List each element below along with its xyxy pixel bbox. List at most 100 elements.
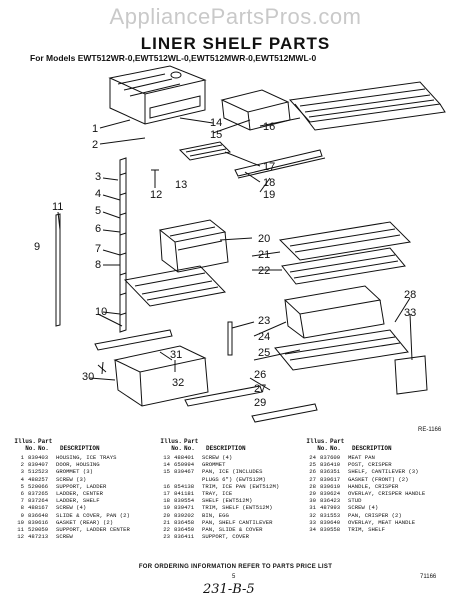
cell-no: 16	[163, 482, 170, 490]
cell-desc: DOOR, HOUSING	[56, 461, 100, 469]
cell-no: 25	[309, 461, 316, 469]
cell-no: 3	[20, 468, 24, 476]
cell-part: 487993	[320, 504, 341, 512]
table-row: 32 831553 PAN, CRISPER (2)	[306, 512, 450, 519]
cell-part: 650994	[174, 461, 195, 469]
cell-desc: GROMMET	[202, 461, 226, 469]
cell-desc: SUPPORT, LADDER	[56, 482, 107, 490]
cell-desc: BIN, EGG	[202, 511, 229, 519]
cell-part: 488401	[174, 454, 195, 461]
callout-19: 19	[263, 189, 275, 201]
cell-no: 13	[163, 454, 170, 461]
callout-18: 18	[263, 177, 275, 189]
cell-part: 836423	[320, 497, 341, 505]
cell-desc: LADDER, SHELF	[56, 497, 100, 505]
cell-desc: PAN, ICE (INCLUDES	[202, 468, 263, 476]
callout-15: 15	[210, 129, 222, 141]
callout-28: 28	[404, 289, 416, 301]
callout-25: 25	[258, 347, 270, 359]
cell-part: 512523	[28, 468, 49, 476]
freezer-shelf	[288, 81, 446, 131]
cell-part: 487213	[28, 533, 49, 541]
cantilever-shelf-lower	[274, 329, 409, 371]
cell-no: 9	[20, 511, 24, 519]
callout-14: 14	[210, 117, 222, 129]
callout-13: 13	[175, 179, 187, 191]
cell-part: 831553	[320, 511, 341, 519]
cell-part: 839467	[174, 468, 195, 476]
page-title: LINER SHELF PARTS	[140, 34, 331, 53]
cell-desc: LADDER, CENTER	[56, 489, 103, 497]
cell-no: 6	[20, 489, 24, 497]
cell-desc: TRAY, ICE	[202, 489, 233, 497]
cantilever-shelf-left	[123, 265, 227, 307]
callout-4: 4	[95, 188, 101, 200]
table-row: 3 512523 GROMMET (3)	[14, 468, 158, 475]
ordering-note: FOR ORDERING INFORMATION REFER TO PARTS …	[138, 564, 333, 570]
cell-part: 839616	[28, 518, 49, 526]
callout-7: 7	[95, 243, 101, 255]
cell-no: 34	[309, 525, 316, 533]
cell-desc: SCREW	[56, 533, 73, 541]
cell-desc: OVERLAY, CRISPER HANDLE	[348, 489, 426, 497]
callout-12: 12	[150, 189, 162, 201]
cell-desc: GASKET (FRONT) (2)	[348, 475, 409, 483]
callout-23: 23	[258, 315, 270, 327]
cell-no: 1	[20, 454, 24, 461]
cell-no: 19	[163, 504, 170, 512]
watermark: AppliancePartsPros.com	[109, 4, 362, 29]
table-header: Illus. No.Part No.DESCRIPTION	[14, 438, 100, 452]
cell-desc: GROMMET (3)	[56, 468, 93, 476]
cell-no: 4	[20, 475, 24, 483]
cell-desc: POST, CRISPER	[348, 461, 392, 469]
callout-29: 29	[254, 397, 266, 409]
cell-desc: HOUSING, ICE TRAYS	[56, 454, 117, 461]
cell-desc: TRIM, SHELF (EWT512M)	[202, 504, 273, 512]
cell-part: 839640	[320, 518, 341, 526]
cell-part: 839558	[320, 525, 341, 533]
cell-no: 32	[309, 511, 316, 519]
cell-no: 29	[309, 489, 316, 497]
callout-10: 10	[95, 306, 107, 318]
cell-part: 837609	[320, 454, 341, 461]
exploded-diagram: 1 2 3 4 5 6 7 8 10 11 12 13 14 15 16 17 …	[34, 65, 446, 423]
callout-30: 30	[82, 371, 94, 383]
cell-no: 24	[309, 454, 316, 461]
cell-part: 488167	[28, 504, 49, 512]
callout-1: 1	[92, 123, 98, 135]
cell-part: 839403	[28, 454, 49, 461]
cell-part: 836648	[28, 511, 49, 519]
cell-no: 14	[163, 461, 170, 469]
figure-code: RE-1166	[418, 427, 442, 433]
callout-22: 22	[258, 265, 270, 277]
cell-desc: GASKET (REAR) (2)	[56, 518, 114, 526]
cell-desc: HANDLE, CRISPER	[348, 482, 399, 490]
ice-housing	[108, 65, 207, 125]
table-row: 1 839403 HOUSING, ICE TRAYS	[14, 454, 158, 461]
cell-part: 520066	[28, 482, 49, 490]
callout-21: 21	[258, 249, 270, 261]
cell-desc: PAN, CRISPER (2)	[348, 511, 402, 519]
ice-pan	[220, 89, 291, 131]
callout-16: 16	[263, 121, 275, 133]
meat-pan	[283, 285, 385, 339]
